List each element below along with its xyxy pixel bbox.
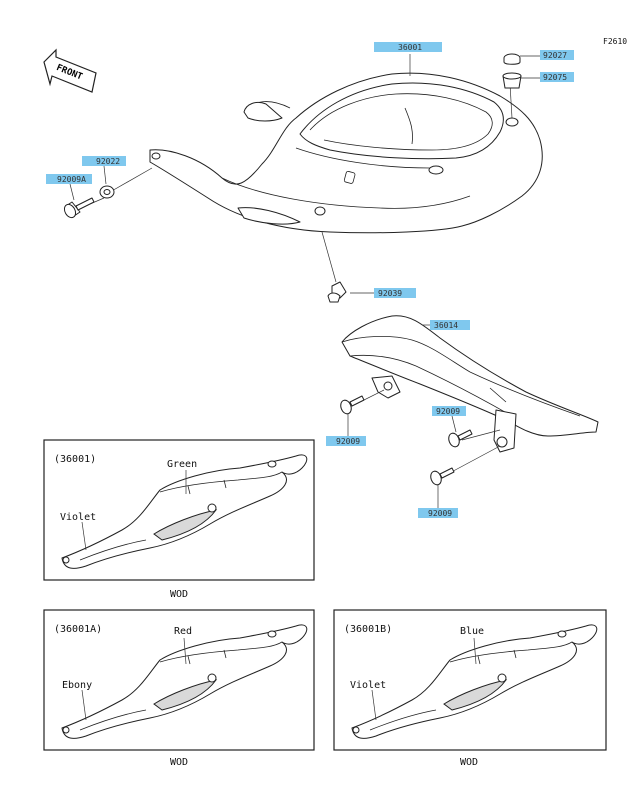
- variant-2-title: (36001A): [54, 624, 102, 635]
- leader-variant-2-top: [183, 637, 187, 665]
- variant-3-note: WOD: [460, 757, 478, 768]
- tag-washer: 92022: [82, 156, 126, 166]
- cap-92027: [503, 53, 521, 65]
- leader-grommet-down: [509, 83, 513, 119]
- leader-variant-3-left: [371, 689, 377, 721]
- tag-rivet: 92039: [374, 288, 416, 298]
- tag-cap: 92027: [540, 50, 574, 60]
- washer-92022: [99, 185, 115, 199]
- variant-3-color-top: Blue: [460, 626, 484, 637]
- bolt-92009a: [63, 197, 95, 219]
- leader-washer-line: [109, 167, 153, 193]
- variant-2-color-top: Red: [174, 626, 192, 637]
- tag-screw-bottom: 92009: [418, 508, 458, 518]
- variant-1-title: (36001): [54, 454, 96, 465]
- leader-screw-right: [451, 415, 457, 433]
- label-cap: 92027: [543, 51, 567, 60]
- leader-variant-3-top: [473, 637, 477, 665]
- variant-box-1: (36001) Green Violet: [43, 439, 315, 581]
- leader-variant-2-left: [81, 689, 87, 721]
- tag-grommet: 92075: [540, 72, 574, 82]
- grommet-92075: [502, 72, 522, 89]
- label-screw-left: 92009: [336, 437, 360, 446]
- tag-bolt-a: 92009A: [46, 174, 92, 184]
- variant-3-title: (36001B): [344, 624, 392, 635]
- tag-screw-right: 92009: [432, 406, 466, 416]
- leader-variant-1-left: [81, 521, 87, 551]
- variant-1-color-top: Green: [167, 459, 197, 470]
- screw-right-92009: [448, 429, 473, 448]
- label-washer: 92022: [96, 157, 120, 166]
- tag-screw-left: 92009: [326, 436, 366, 446]
- tag-upper-cover: 36001: [374, 42, 442, 52]
- variant-3-color-left: Violet: [350, 680, 386, 691]
- rivet-92039: [327, 281, 347, 303]
- screw-left-92009: [340, 395, 365, 415]
- label-rivet: 92039: [378, 289, 402, 298]
- label-upper-cover: 36001: [398, 43, 422, 52]
- label-grommet: 92075: [543, 73, 567, 82]
- variant-1-note: WOD: [170, 589, 188, 600]
- variant-box-3: (36001B) Blue Violet: [333, 609, 607, 751]
- leader-washer: [103, 165, 107, 185]
- leader-bolt: [69, 183, 75, 201]
- seat-cover-upper: [149, 72, 543, 234]
- variant-2-note: WOD: [170, 757, 188, 768]
- front-arrow-icon: FRONT: [43, 48, 97, 93]
- label-bolt-a: 92009A: [57, 175, 86, 184]
- label-lower-cover: 36014: [434, 321, 458, 330]
- variant-1-color-left: Violet: [60, 512, 96, 523]
- figure-id: F2610: [603, 37, 627, 46]
- label-screw-bottom: 92009: [428, 509, 452, 518]
- leader-rivet-line: [321, 231, 337, 283]
- leader-screw-right-line: [461, 429, 501, 441]
- variant-box-2: (36001A) Red Ebony: [43, 609, 315, 751]
- screw-bottom-92009: [430, 467, 455, 486]
- label-screw-right: 92009: [436, 407, 460, 416]
- variant-2-color-left: Ebony: [62, 680, 92, 691]
- tag-lower-cover: 36014: [430, 320, 470, 330]
